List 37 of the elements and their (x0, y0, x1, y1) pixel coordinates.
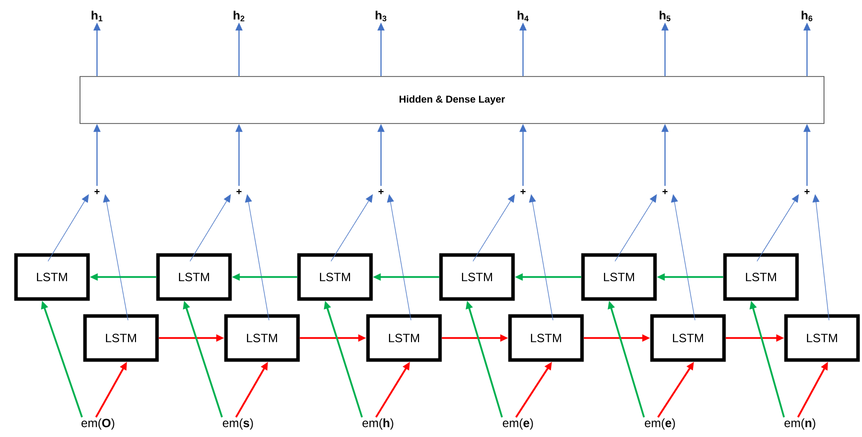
sum-sign: + (804, 189, 810, 194)
sum-sign: + (94, 189, 100, 194)
lstm-box: LSTM (650, 314, 726, 362)
output-label: h$_{3}$ (376, 10, 386, 22)
embedding-label: em(e) (644, 418, 675, 430)
sum-sign: + (236, 189, 242, 194)
arrow (756, 194, 799, 262)
embedding-label: em(n) (784, 418, 816, 430)
embedding-label: em(h) (362, 418, 394, 430)
lstm-box: LSTM (297, 253, 373, 301)
sum-sign: + (520, 189, 526, 194)
lstm-box: LSTM (14, 253, 90, 301)
embedding-label: em(O) (82, 418, 114, 430)
output-label: h$_{6}$ (802, 10, 812, 22)
lstm-box: LSTM (508, 314, 584, 362)
sum-sign: + (378, 189, 384, 194)
layer-box: Hidden & Dense Layer (80, 76, 824, 124)
lstm-box: LSTM (83, 314, 159, 362)
arrow (472, 194, 515, 262)
arrow (330, 194, 373, 262)
arrow (48, 194, 89, 262)
arrow (190, 194, 231, 262)
output-label: h$_{1}$ (92, 10, 102, 22)
sum-sign: + (662, 189, 668, 194)
arrow (614, 194, 657, 262)
output-label: h$_{4}$ (518, 10, 529, 22)
lstm-box: LSTM (439, 253, 515, 301)
embedding-label: em(e) (502, 418, 533, 430)
lstm-box: LSTM (581, 253, 657, 301)
lstm-box: LSTM (224, 314, 300, 362)
embedding-label: em(s) (222, 418, 253, 430)
lstm-box: LSTM (156, 253, 232, 301)
lstm-box: LSTM (366, 314, 442, 362)
lstm-box: LSTM (723, 253, 799, 301)
output-label: h$_{2}$ (234, 10, 244, 22)
output-label: h$_{5}$ (660, 10, 670, 22)
lstm-box: LSTM (784, 314, 860, 362)
